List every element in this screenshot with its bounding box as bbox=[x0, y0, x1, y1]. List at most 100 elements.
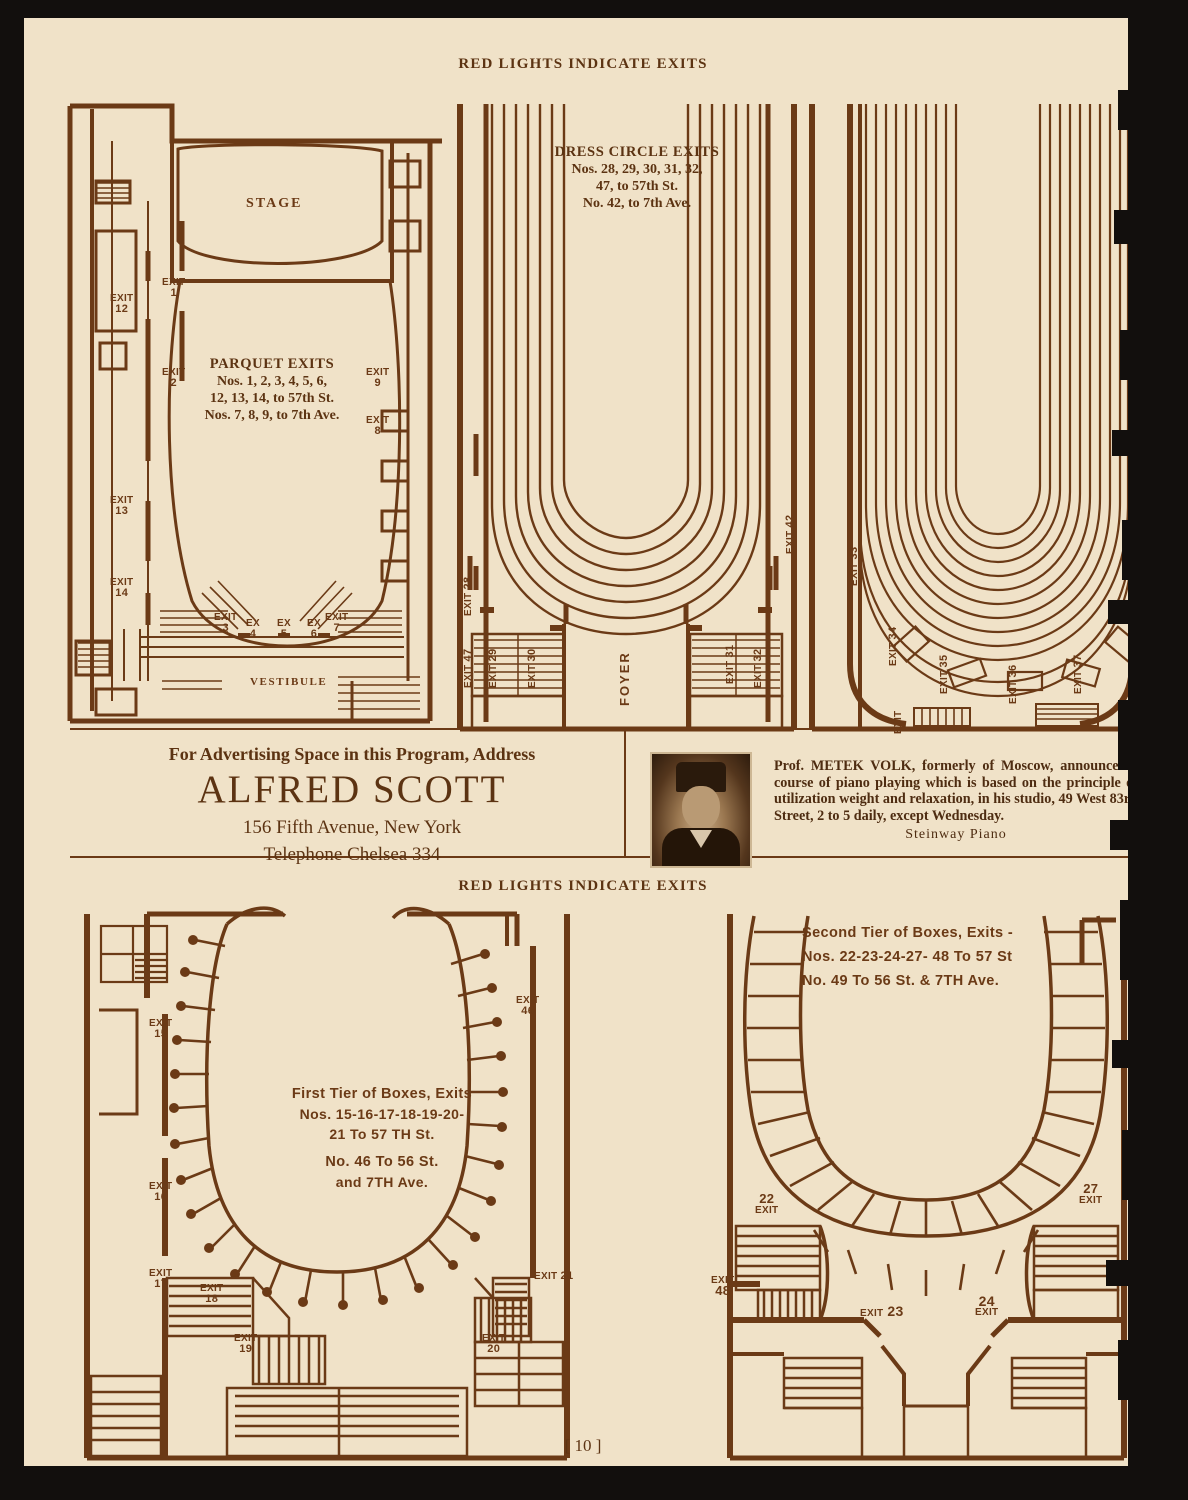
ad-address: 156 Fifth Avenue, New York bbox=[242, 817, 462, 838]
exit-label-24: 24 EXIT bbox=[975, 1294, 998, 1318]
exit-word: EX bbox=[277, 618, 291, 629]
exit-label-15: EXIT 15 bbox=[149, 1019, 172, 1040]
torn-edge-7 bbox=[1108, 600, 1140, 624]
ad-advertiser-name: ALFRED SCOTT bbox=[197, 768, 507, 811]
stage-label: STAGE bbox=[246, 196, 303, 211]
exit-number: 23 bbox=[887, 1303, 904, 1319]
exit-label-4: EX 4 bbox=[246, 618, 260, 640]
exit-label-46: EXIT 46 bbox=[516, 995, 540, 1017]
exit-number: 42 bbox=[784, 514, 796, 528]
torn-edge-10 bbox=[1120, 900, 1140, 980]
dress-circle-legend-title: DRESS CIRCLE EXITS bbox=[554, 144, 720, 160]
first-tier-legend: First Tier of Boxes, Exits Nos. 15-16-17… bbox=[272, 1084, 492, 1192]
torn-edge-5 bbox=[1112, 430, 1140, 456]
exit-word: EXIT bbox=[1073, 670, 1084, 694]
torn-edge-12 bbox=[1122, 1130, 1140, 1200]
exit-number: 31 bbox=[724, 644, 736, 658]
exit-word: EX bbox=[307, 618, 321, 629]
exit-word: EXIT bbox=[366, 415, 390, 426]
exit-number: 37 bbox=[1072, 654, 1084, 668]
dark-border-bottom bbox=[0, 1466, 1188, 1500]
exit-number: 35 bbox=[938, 654, 950, 668]
exit-label-16: EXIT 16 bbox=[149, 1181, 173, 1203]
torn-edge-9 bbox=[1110, 820, 1140, 850]
exit-word: EXIT bbox=[214, 612, 238, 623]
exit-word: EXIT bbox=[200, 1283, 224, 1294]
second-tier-legend-line-1: Second Tier of Boxes, Exits - bbox=[802, 925, 1014, 941]
exit-word: EXIT bbox=[463, 592, 474, 616]
parquet-legend-line-3: Nos. 7, 8, 9, to 7th Ave. bbox=[204, 408, 340, 423]
exit-label-2: EXIT 2 bbox=[162, 367, 186, 389]
exit-word: EXIT bbox=[149, 1181, 173, 1192]
exit-word: EXIT bbox=[893, 710, 904, 734]
dark-border-left bbox=[0, 0, 24, 1500]
second-tier-legend-line-2: Nos. 22-23-24-27- 48 To 57 St bbox=[802, 949, 1013, 965]
exit-label-22: 22 EXIT bbox=[755, 1191, 778, 1216]
metek-volk-ad: Prof. METEK VOLK, formerly of Moscow, an… bbox=[774, 758, 1138, 843]
exit-number: 33 bbox=[848, 546, 860, 560]
exit-label-5: EX 5 bbox=[277, 618, 291, 640]
exit-word: EXIT bbox=[488, 664, 499, 688]
exit-word: EXIT bbox=[888, 642, 899, 666]
torn-edge-3 bbox=[1114, 210, 1140, 244]
exit-number: 13 bbox=[115, 505, 129, 517]
exit-word: EXIT bbox=[162, 367, 186, 378]
paper-sheet: RED LIGHTS INDICATE EXITS bbox=[22, 16, 1167, 1474]
exit-word: EXIT bbox=[162, 277, 186, 288]
exit-word: EXIT bbox=[725, 660, 736, 684]
exit-word: EX bbox=[246, 618, 260, 629]
exit-label-19: EXIT 19 bbox=[234, 1334, 257, 1355]
exit-number: 12 bbox=[115, 303, 129, 315]
torn-edge-4 bbox=[1120, 330, 1140, 380]
dress-circle-legend-line-2: 47, to 57th St. bbox=[595, 179, 679, 194]
first-tier-legend-line-3: 21 To 57 TH St. bbox=[329, 1126, 435, 1142]
exit-number: 19 bbox=[239, 1343, 253, 1355]
exit-number: 15 bbox=[154, 1028, 168, 1040]
exit-number: 22 bbox=[759, 1191, 775, 1206]
rule-above-ad bbox=[70, 728, 1138, 730]
exit-word: EXIT bbox=[110, 577, 134, 588]
exit-number: 27 bbox=[1083, 1181, 1099, 1196]
exit-number: 46 bbox=[521, 1005, 535, 1017]
exit-label-9: EXIT 9 bbox=[366, 367, 390, 389]
torn-edge-14 bbox=[1118, 1340, 1140, 1400]
dress-circle-legend-line-1: Nos. 28, 29, 30, 31, 32, bbox=[571, 162, 703, 177]
exit-number: 1 bbox=[170, 287, 177, 299]
header-bottom: RED LIGHTS INDICATE EXITS bbox=[458, 878, 708, 894]
portrait-photo bbox=[650, 752, 752, 868]
exit-label-18: EXIT 18 bbox=[200, 1283, 224, 1305]
exit-number: 5 bbox=[280, 628, 288, 640]
exit-label-23: EXIT 23 bbox=[860, 1303, 904, 1319]
exit-word: EXIT bbox=[366, 367, 390, 378]
foyer-text: FOYER bbox=[617, 651, 632, 706]
exit-number: 3 bbox=[222, 622, 229, 634]
exit-label-12: EXIT 12 bbox=[110, 294, 133, 315]
second-tier-legend-line-3: No. 49 To 56 St. & 7TH Ave. bbox=[802, 973, 1000, 989]
metek-volk-name: Prof. METEK VOLK, bbox=[774, 758, 916, 774]
exit-number: 8 bbox=[374, 425, 381, 437]
exit-number: 29 bbox=[487, 648, 499, 662]
exit-number: 17 bbox=[154, 1278, 168, 1290]
exit-number: 4 bbox=[249, 628, 257, 640]
torn-edge-11 bbox=[1112, 1040, 1140, 1068]
ad-divider-vertical bbox=[624, 728, 626, 858]
exit-number: 48 bbox=[715, 1283, 731, 1298]
exit-word: EXIT bbox=[849, 562, 860, 586]
exit-label-6: EX 6 bbox=[307, 618, 321, 640]
advertising-block: For Advertising Space in this Program, A… bbox=[82, 744, 622, 866]
exit-label-3: EXIT 3 bbox=[214, 612, 238, 634]
exit-word: EXIT bbox=[516, 995, 540, 1006]
exit-number: 9 bbox=[374, 377, 381, 389]
exit-label-30: EXIT 30 bbox=[526, 649, 538, 688]
torn-edge-8 bbox=[1118, 700, 1140, 770]
exit-label-21: EXIT 21 bbox=[534, 1271, 573, 1282]
parquet-legend-line-2: 12, 13, 14, to 57th St. bbox=[209, 391, 335, 406]
exit-label-31: EXIT 31 bbox=[724, 644, 736, 684]
foyer-label: FOYER bbox=[617, 651, 632, 706]
exit-number: 47 bbox=[462, 648, 474, 662]
exit-label-8: EXIT 8 bbox=[366, 415, 390, 437]
exit-word: EXIT bbox=[534, 1271, 558, 1282]
exit-number: 36 bbox=[1007, 664, 1019, 678]
torn-edge-6 bbox=[1122, 520, 1140, 580]
